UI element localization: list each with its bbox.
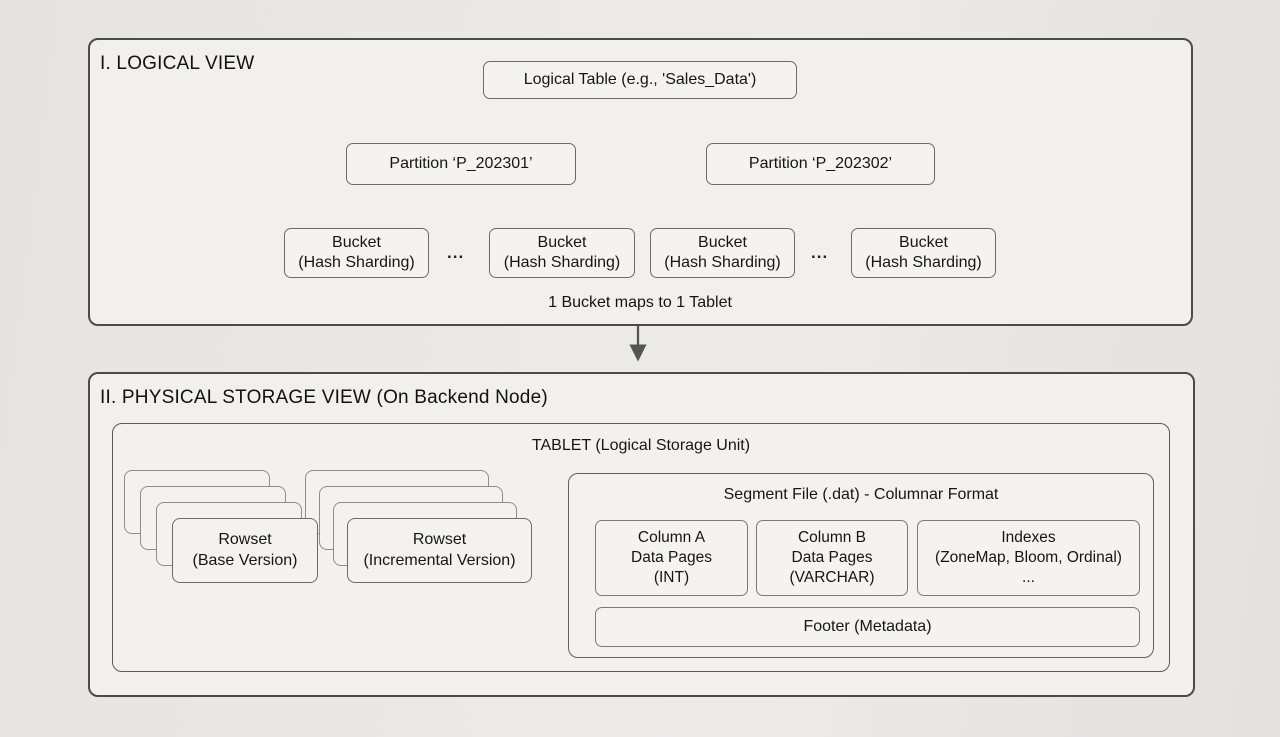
footer-label: Footer (Metadata) xyxy=(803,617,932,635)
column-b-box: Column B Data Pages (VARCHAR) xyxy=(756,520,908,596)
column-b-line1: Column B xyxy=(797,528,867,546)
ellipsis-right: ... xyxy=(811,243,829,262)
logical-table-node: Logical Table (e.g., 'Sales_Data') xyxy=(483,61,797,99)
column-a-line1: Column A xyxy=(637,528,706,546)
bucket-node-3: Bucket (Hash Sharding) xyxy=(650,228,795,278)
rowset-base-line1: Rowset xyxy=(218,531,272,549)
rowset-incr-line1: Rowset xyxy=(412,531,467,549)
bucket-3-line2: (Hash Sharding) xyxy=(664,254,781,271)
ellipsis-left: ... xyxy=(447,243,465,262)
segment-file-title: Segment File (.dat) - Columnar Format xyxy=(723,486,999,503)
bucket-2-line1: Bucket xyxy=(537,233,587,251)
partition-node-2: Partition ‘P_202302’ xyxy=(706,143,935,185)
column-b-line3: (VARCHAR) xyxy=(789,569,875,587)
partition-1-label: Partition ‘P_202301’ xyxy=(389,154,533,172)
bucket-node-4: Bucket (Hash Sharding) xyxy=(851,228,996,278)
physical-view-title: II. PHYSICAL STORAGE VIEW (On Backend No… xyxy=(100,387,548,408)
rowset-incremental-node: Rowset (Incremental Version) xyxy=(347,518,532,583)
rowset-base-node: Rowset (Base Version) xyxy=(172,518,318,583)
bucket-3-line1: Bucket xyxy=(698,233,747,251)
rowset-base-line2: (Base Version) xyxy=(192,551,298,569)
column-a-box: Column A Data Pages (INT) xyxy=(595,520,748,596)
indexes-box: Indexes (ZoneMap, Bloom, Ordinal) ... xyxy=(917,520,1140,596)
logical-view-title: I. LOGICAL VIEW xyxy=(100,53,255,74)
indexes-line3: ... xyxy=(1022,569,1035,587)
bucket-1-line1: Bucket xyxy=(332,233,381,251)
indexes-line1: Indexes xyxy=(1001,528,1056,546)
column-a-line3: (INT) xyxy=(653,569,690,587)
footer-metadata-box: Footer (Metadata) xyxy=(595,607,1140,647)
rowset-incr-line2: (Incremental Version) xyxy=(363,551,516,569)
column-a-line2: Data Pages xyxy=(631,548,712,566)
partition-2-label: Partition ‘P_202302’ xyxy=(748,154,893,172)
bucket-node-1: Bucket (Hash Sharding) xyxy=(284,228,429,278)
tablet-title: TABLET (Logical Storage Unit) xyxy=(531,437,751,454)
bucket-1-line2: (Hash Sharding) xyxy=(298,254,415,271)
bucket-tablet-caption: 1 Bucket maps to 1 Tablet xyxy=(548,294,732,311)
bucket-2-line2: (Hash Sharding) xyxy=(503,254,621,271)
indexes-line2: (ZoneMap, Bloom, Ordinal) xyxy=(935,548,1122,566)
partition-node-1: Partition ‘P_202301’ xyxy=(346,143,576,185)
bucket-node-2: Bucket (Hash Sharding) xyxy=(489,228,635,278)
column-b-line2: Data Pages xyxy=(791,548,873,566)
logical-table-label: Logical Table (e.g., 'Sales_Data') xyxy=(523,70,757,88)
bucket-4-line2: (Hash Sharding) xyxy=(865,254,982,271)
bucket-4-line1: Bucket xyxy=(899,233,948,251)
